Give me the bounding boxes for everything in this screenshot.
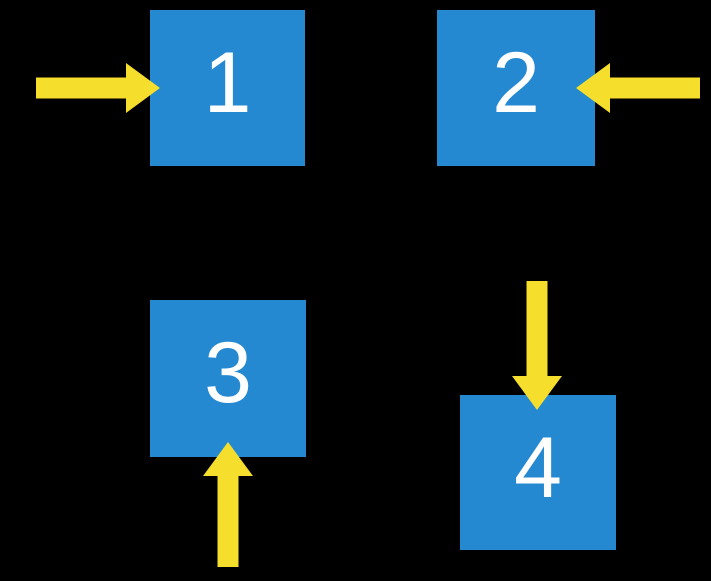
node-label-3: 3	[204, 325, 252, 421]
node-box-2[interactable]: 2	[437, 10, 595, 166]
node-box-4[interactable]: 4	[460, 395, 616, 550]
node-label-1: 1	[203, 35, 252, 131]
node-box-3[interactable]: 3	[150, 300, 306, 457]
node-box-1[interactable]: 1	[150, 10, 305, 166]
node-label-4: 4	[514, 420, 562, 516]
node-label-2: 2	[492, 35, 540, 131]
